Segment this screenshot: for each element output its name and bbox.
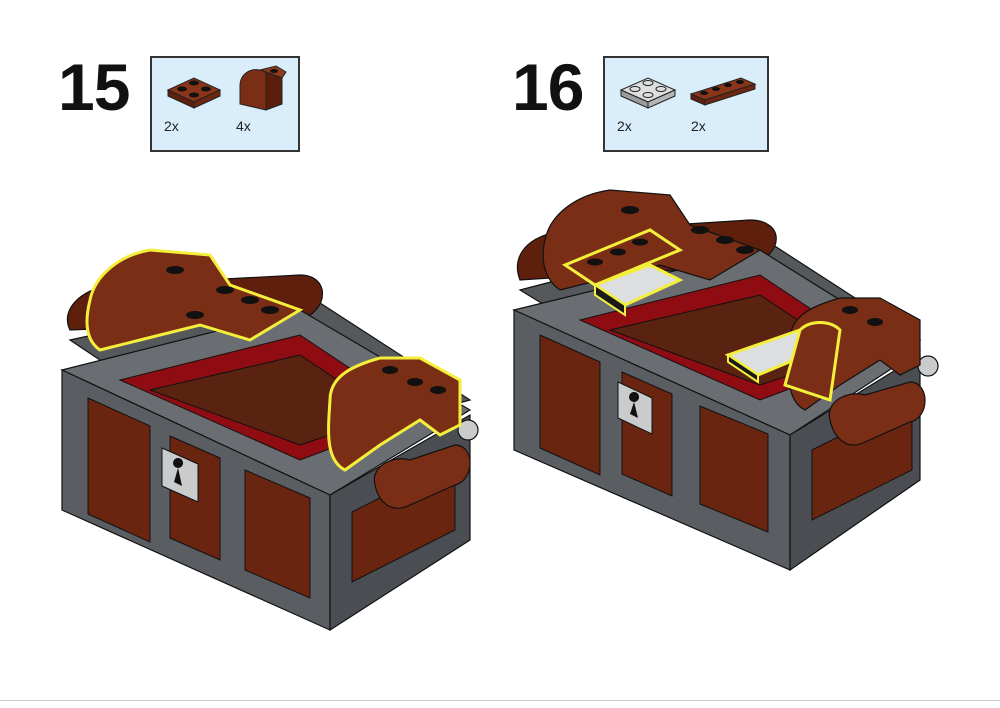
chest-model-step-15 <box>60 248 479 632</box>
brown-plate-1x4-icon <box>689 77 757 106</box>
parts-callout: 2x 2x <box>603 56 769 152</box>
brown-plate-2x2-icon <box>166 77 222 109</box>
light-gray-plate-2x2-pin-holes-icon <box>619 77 677 109</box>
parts-callout: 2x 4x <box>150 56 300 152</box>
brown-curved-slope-icon <box>239 65 287 111</box>
part-qty: 2x <box>164 118 179 134</box>
part-qty: 2x <box>691 118 706 134</box>
part-qty: 2x <box>617 118 632 134</box>
step-15: 15 2x 4x <box>58 50 479 632</box>
page-footer-line <box>0 700 1000 701</box>
part-qty: 4x <box>236 118 251 134</box>
step-16: 16 2x 2x <box>500 0 1000 708</box>
chest-model-step-16 <box>512 189 939 572</box>
step-number: 16 <box>512 50 584 124</box>
step-number: 15 <box>58 50 130 124</box>
